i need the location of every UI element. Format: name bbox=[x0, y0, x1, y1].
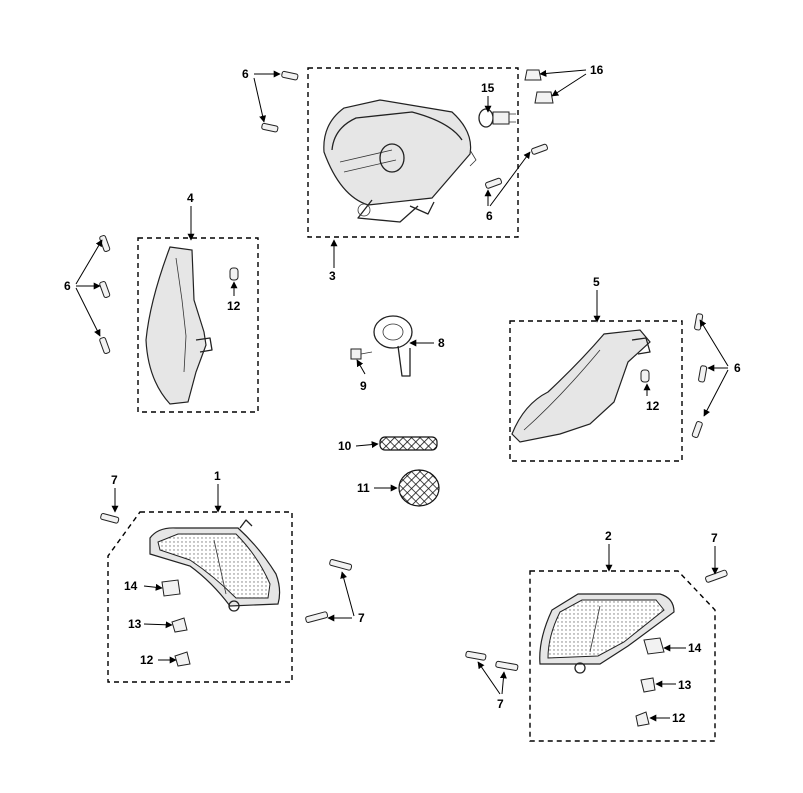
label-14-left: 14 bbox=[124, 579, 138, 593]
label-7-middle: 7 bbox=[358, 611, 365, 625]
label-16: 16 bbox=[590, 63, 604, 77]
label-2: 2 bbox=[605, 529, 612, 543]
label-8: 8 bbox=[438, 336, 445, 350]
label-1: 1 bbox=[214, 469, 221, 483]
label-3: 3 bbox=[329, 269, 336, 283]
front-right-reflector bbox=[539, 593, 675, 674]
label-15: 15 bbox=[481, 81, 495, 95]
socket-14-left bbox=[161, 579, 181, 597]
label-7-top-left: 7 bbox=[111, 473, 118, 487]
bulb-12-left bbox=[229, 267, 239, 281]
label-14-right: 14 bbox=[688, 641, 702, 655]
horn bbox=[373, 315, 413, 377]
part-number-labels: 6 15 16 6 3 4 6 12 5 6 12 8 9 10 11 1 7 … bbox=[64, 63, 741, 725]
label-6-top-left: 6 bbox=[242, 67, 249, 81]
socket-13-left bbox=[171, 617, 188, 633]
horn-bolt bbox=[350, 348, 373, 360]
bulb-12-front-left bbox=[174, 651, 191, 667]
label-12-left-signal: 12 bbox=[227, 299, 241, 313]
socket-13-right bbox=[640, 677, 656, 693]
mesh-grille-round bbox=[398, 469, 440, 507]
leader-lines bbox=[75, 69, 729, 722]
label-9: 9 bbox=[360, 379, 367, 393]
screws bbox=[99, 70, 728, 671]
group-box-front-left-reflector bbox=[107, 511, 293, 683]
left-turn-signal bbox=[145, 246, 213, 405]
label-12-front-right: 12 bbox=[672, 711, 686, 725]
bulb-12-right bbox=[640, 369, 650, 383]
socket-14-right bbox=[643, 637, 665, 655]
label-11: 11 bbox=[357, 481, 370, 495]
label-7-top-right: 7 bbox=[711, 531, 718, 545]
rubber-grommets bbox=[524, 69, 554, 104]
headlight-bulb bbox=[478, 108, 516, 128]
label-12-right-signal: 12 bbox=[646, 399, 660, 413]
label-13-right: 13 bbox=[678, 678, 692, 692]
label-6-headlight-right: 6 bbox=[486, 209, 493, 223]
label-10: 10 bbox=[338, 439, 352, 453]
label-5: 5 bbox=[593, 275, 600, 289]
label-12-front-left: 12 bbox=[140, 653, 154, 667]
group-box-left-indicator bbox=[137, 237, 259, 413]
label-7-bottom-right: 7 bbox=[497, 697, 504, 711]
front-left-reflector bbox=[149, 519, 281, 612]
headlight-assembly bbox=[323, 99, 477, 223]
label-13-left: 13 bbox=[128, 617, 142, 631]
mesh-grille-strip bbox=[379, 436, 438, 451]
label-6-right-signal: 6 bbox=[734, 361, 741, 375]
right-turn-signal bbox=[511, 329, 651, 443]
bulb-12-front-right bbox=[635, 711, 650, 727]
label-6-left-signal: 6 bbox=[64, 279, 71, 293]
label-4: 4 bbox=[187, 191, 194, 205]
